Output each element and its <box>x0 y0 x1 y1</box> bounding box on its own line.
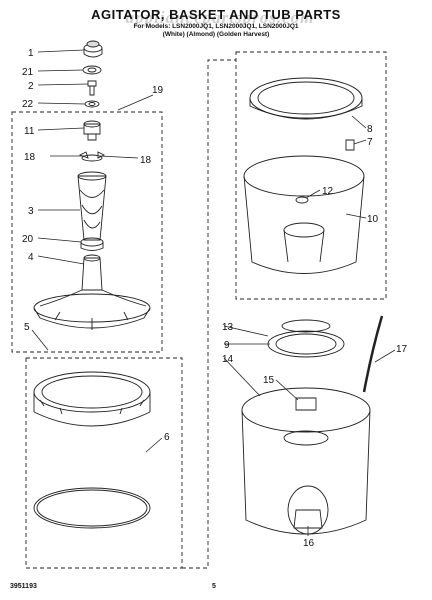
callout-14: 14 <box>222 354 234 365</box>
callout-11: 11 <box>24 126 35 137</box>
tub-hose <box>362 315 384 393</box>
agitator-washer <box>84 100 100 108</box>
callout-9: 9 <box>224 340 230 351</box>
callout-10: 10 <box>367 214 379 225</box>
ring-clip <box>345 139 355 151</box>
leader-lines <box>31 49 396 536</box>
callout-2: 2 <box>28 81 34 92</box>
part-code: 3951193 <box>10 583 37 590</box>
callout-15: 15 <box>263 375 275 386</box>
callout-13: 13 <box>222 322 234 333</box>
watermark-text: appliancepartspros.com <box>125 8 315 27</box>
callout-5: 5 <box>24 322 30 333</box>
callout-3: 3 <box>28 206 34 217</box>
callout-20: 20 <box>22 234 34 245</box>
page-number: 5 <box>212 583 216 590</box>
callout-19: 19 <box>152 85 164 96</box>
agitator-cap <box>83 40 103 58</box>
agitator-dogs <box>78 151 106 162</box>
callout-12: 12 <box>322 186 334 197</box>
callout-6: 6 <box>164 432 170 443</box>
lower-group-box <box>25 357 183 569</box>
tub-gasket <box>33 487 151 529</box>
basket-group-box <box>235 51 387 300</box>
page-title: AGITATOR, BASKET AND TUB PARTS <box>91 7 341 22</box>
callout-22: 22 <box>22 99 34 110</box>
callout-17: 17 <box>396 344 408 355</box>
callout-8: 8 <box>367 124 373 135</box>
wash-basket <box>243 155 365 274</box>
callout-7: 7 <box>367 137 373 148</box>
model-subtitle: For Models: LSN2000JQ1, LSN2000JQ1, LSN2… <box>133 23 299 30</box>
drain-fitting <box>293 509 323 529</box>
agitator-base <box>33 254 151 330</box>
agitator-barrel <box>77 171 107 241</box>
connector-line <box>182 59 236 569</box>
basket-ring <box>249 77 363 120</box>
callout-18-right: 18 <box>140 155 152 166</box>
cap-seal <box>82 65 102 75</box>
callout-18-left: 18 <box>24 152 36 163</box>
agitator-bolt <box>87 80 97 96</box>
callout-4: 4 <box>28 252 34 263</box>
drive-hub <box>267 319 345 358</box>
agitator-group-box <box>11 111 163 353</box>
callout-1: 1 <box>28 48 34 59</box>
dog-cam <box>83 120 101 141</box>
color-subtitle: (White) (Almond) (Golden Harvest) <box>162 31 270 38</box>
tub-ring <box>33 371 151 427</box>
callout-21: 21 <box>22 67 34 78</box>
callout-16: 16 <box>303 538 315 549</box>
tub-bearing <box>295 397 317 411</box>
